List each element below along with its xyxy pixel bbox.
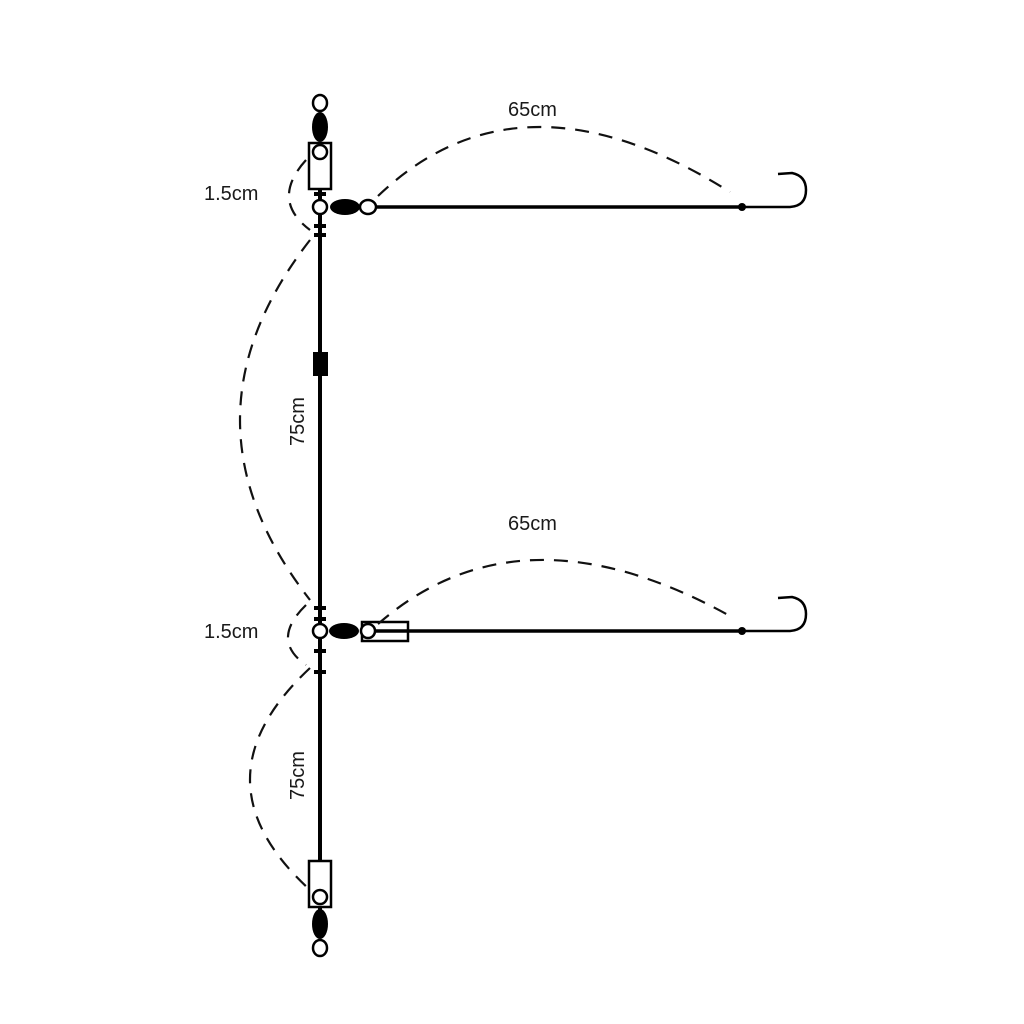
upper-crimps-icon <box>314 192 326 237</box>
top-gap-label: 1.5cm <box>204 183 258 205</box>
upper-main-length-label: 75cm <box>287 397 309 446</box>
top-gap-measure-arc <box>287 159 311 231</box>
lower-dropper-swivel-icon <box>311 622 359 640</box>
upper-hook-icon <box>742 171 808 209</box>
lower-hook-icon <box>742 595 808 633</box>
mid-stop-bead-icon <box>313 352 328 376</box>
bottom-gap-measure-arc <box>286 604 307 666</box>
upper-main-measure-arc <box>239 239 311 601</box>
top-swivel-icon <box>311 93 329 142</box>
upper-dropper-swivel-icon <box>311 198 378 216</box>
top-crimp-sleeve-icon <box>307 141 333 191</box>
bottom-swivel-icon <box>311 909 329 958</box>
lower-snood-length-label: 65cm <box>508 513 557 535</box>
bottom-gap-label: 1.5cm <box>204 621 258 643</box>
upper-snood-measure-arc <box>377 125 731 197</box>
lower-main-measure-arc <box>248 667 311 891</box>
bottom-crimp-sleeve-icon <box>307 859 333 909</box>
lower-snood-measure-arc <box>377 558 731 625</box>
upper-snood-length-label: 65cm <box>508 99 557 121</box>
lower-crimps-icon <box>314 606 326 674</box>
lower-main-length-label: 75cm <box>287 751 309 800</box>
